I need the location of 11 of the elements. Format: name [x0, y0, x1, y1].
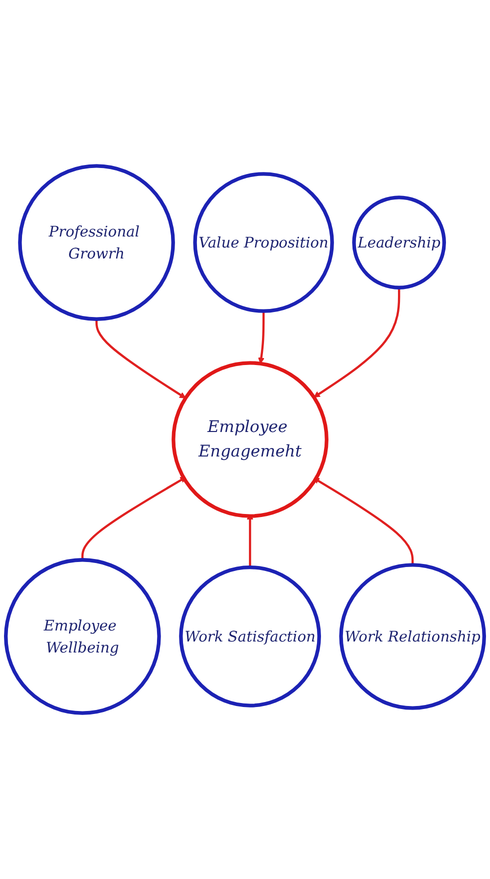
node-circle: Work Relationship [339, 563, 486, 710]
node-circle: Employee Wellbeing [4, 558, 161, 715]
node-circle: Professional Growrh [18, 164, 175, 321]
node-circle: Work Satisfaction [179, 566, 321, 708]
arrow [313, 478, 414, 565]
node-circle: Leadership [352, 196, 446, 290]
arrow [258, 311, 265, 364]
node-circle: Employee Engagemeht [172, 361, 328, 518]
node-circle: Value Proposition [193, 172, 334, 313]
arrow [314, 288, 400, 398]
arrow [95, 319, 186, 398]
